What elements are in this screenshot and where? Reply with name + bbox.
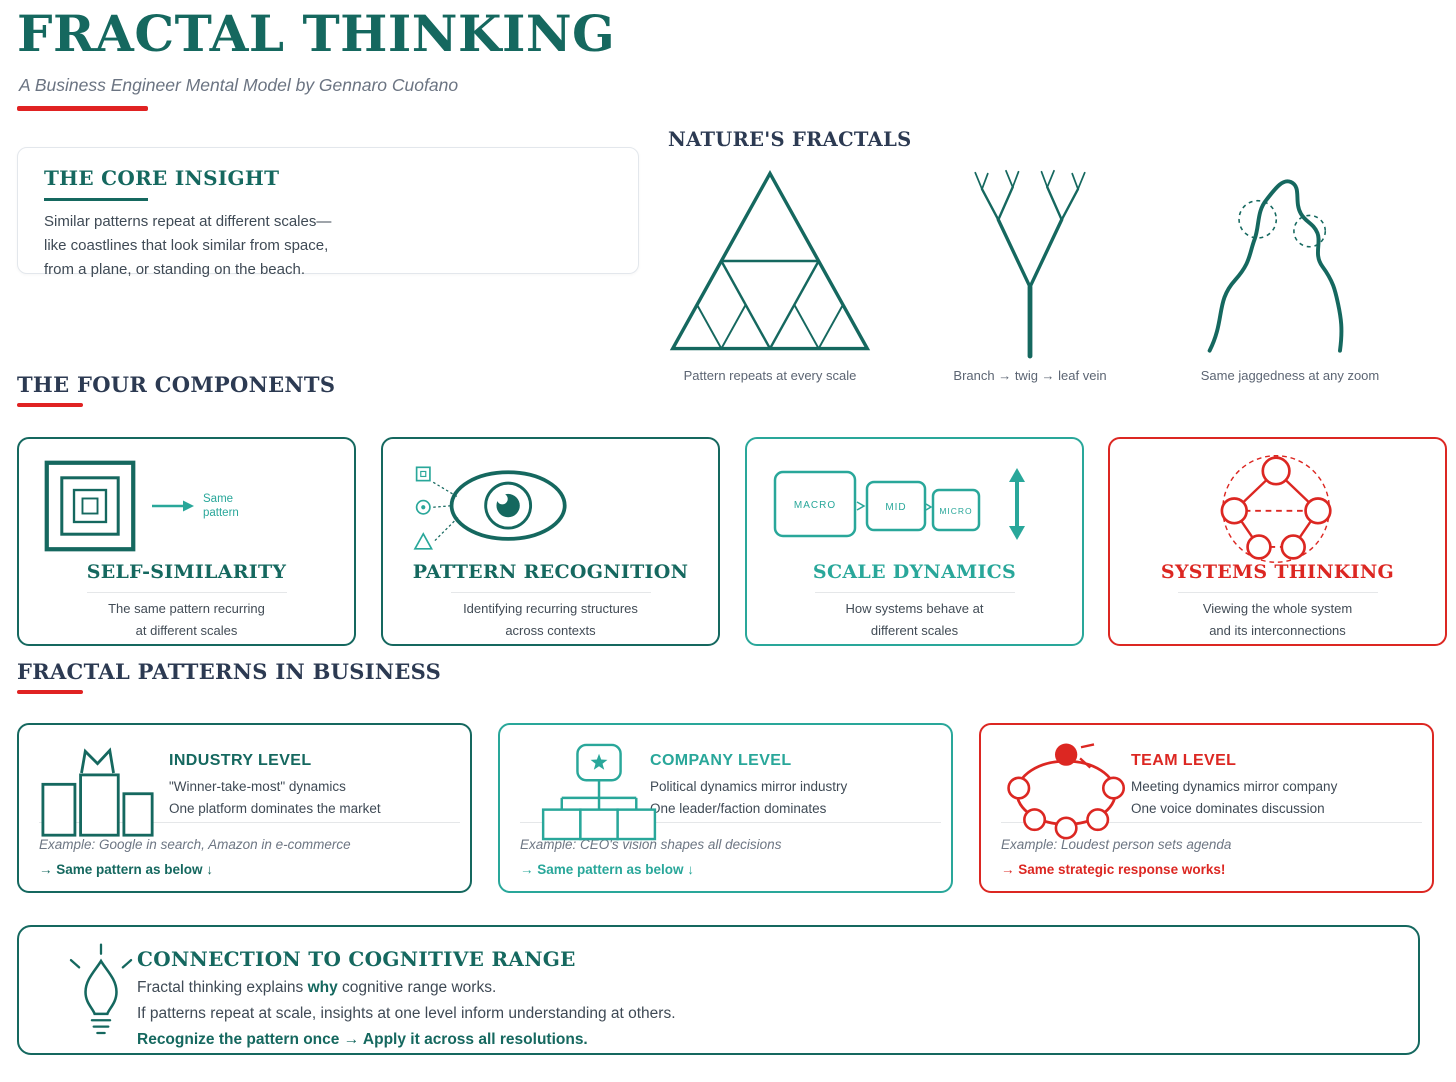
business-card-line: One leader/faction dominates: [650, 801, 827, 816]
meeting-table-icon: [1005, 737, 1131, 841]
cognitive-title: CONNECTION TO COGNITIVE RANGE: [137, 947, 576, 971]
business-card-divider: [1001, 822, 1422, 823]
business-card-divider: [39, 822, 460, 823]
nested-squares-icon: [43, 459, 137, 553]
business-card-line: Political dynamics mirror industry: [650, 779, 848, 794]
cognitive-line-1-emphasis: why: [307, 979, 338, 996]
branching-tree-icon: [950, 166, 1110, 359]
network-icon: [1215, 446, 1341, 566]
component-icon-area: [1110, 453, 1445, 563]
business-footer: → Same pattern as below ↓: [520, 862, 695, 877]
component-line: How systems behave at: [845, 601, 984, 616]
business-card-title: COMPANY LEVEL: [650, 752, 792, 769]
title-underline: [17, 106, 148, 111]
component-divider: [814, 592, 1015, 593]
component-title: SCALE DYNAMICS: [812, 561, 1017, 583]
right-arrow-icon: [151, 498, 195, 514]
component-icon-area: Same pattern: [19, 453, 354, 559]
same-pattern-callout: Same pattern: [151, 492, 239, 520]
cognitive-line-1: Fractal thinking explains why cognitive …: [137, 979, 497, 996]
business-card-title: INDUSTRY LEVEL: [169, 752, 312, 769]
subtitle: A Business Engineer Mental Model by Genn…: [19, 75, 459, 95]
business-card-title: TEAM LEVEL: [1131, 752, 1237, 769]
coastline-icon: [1192, 162, 1388, 358]
component-title: SYSTEMS THINKING: [1160, 561, 1395, 583]
component-line: different scales: [870, 623, 959, 638]
core-insight-text: Similar patterns repeat at different sca…: [44, 210, 612, 282]
component-divider: [1177, 592, 1378, 593]
component-line: Identifying recurring structures: [463, 601, 638, 616]
four-components-underline: [17, 403, 83, 407]
business-footer: → Same pattern as below ↓: [39, 862, 214, 877]
component-card-pattern-recognition: PATTERN RECOGNITION Identifying recurrin…: [381, 437, 720, 646]
mid-box-label: MID: [885, 502, 906, 513]
business-card-line: One platform dominates the market: [169, 801, 381, 816]
core-insight-card: THE CORE INSIGHT Similar patterns repeat…: [17, 147, 639, 278]
component-title: SELF-SIMILARITY: [86, 561, 287, 583]
macro-box-label: MACRO: [794, 500, 836, 511]
core-insight-title: THE CORE INSIGHT: [44, 166, 280, 190]
component-card-systems-thinking: SYSTEMS THINKING Viewing the whole syste…: [1108, 437, 1447, 646]
business-card-industry: INDUSTRY LEVEL "Winner-take-most" dynami…: [17, 723, 472, 893]
business-card-line: One voice dominates discussion: [1131, 801, 1325, 816]
component-line: The same pattern recurring: [108, 601, 265, 616]
same-pattern-label: Same pattern: [203, 493, 239, 519]
eye-icon: [391, 454, 587, 558]
core-insight-line: like coastlines that look similar from s…: [44, 237, 329, 254]
natures-fractals-heading: NATURE'S FRACTALS: [668, 128, 912, 151]
business-card-line: "Winner-take-most" dynamics: [169, 779, 346, 794]
page-title: FRACTAL THINKING: [17, 4, 616, 63]
micro-box-label: MICRO: [939, 506, 972, 516]
business-card-team: TEAM LEVEL Meeting dynamics mirror compa…: [979, 723, 1434, 893]
business-underline: [17, 690, 83, 694]
core-insight-line: Similar patterns repeat at different sca…: [44, 213, 332, 230]
updown-arrow-icon: [1009, 468, 1025, 540]
business-card-company: COMPANY LEVEL Political dynamics mirror …: [498, 723, 953, 893]
figure-caption: Pattern repeats at every scale: [683, 368, 857, 383]
business-card-divider: [520, 822, 941, 823]
component-line: and its interconnections: [1209, 623, 1346, 638]
figure-caption: Branch → twig → leaf vein: [953, 368, 1107, 383]
lightbulb-icon: [55, 941, 147, 1043]
cognitive-line-2: If patterns repeat at scale, insights at…: [137, 1005, 676, 1022]
component-line: Viewing the whole system: [1202, 601, 1353, 616]
business-example: Example: Loudest person sets agenda: [1001, 837, 1232, 852]
four-components-heading: THE FOUR COMPONENTS: [17, 372, 336, 397]
business-footer: → Same strategic response works!: [1001, 862, 1226, 877]
business-example: Example: CEO's vision shapes all decisio…: [520, 837, 782, 852]
component-line: across contexts: [505, 623, 596, 638]
core-insight-underline: [44, 198, 148, 201]
component-line: at different scales: [135, 623, 238, 638]
cognitive-range-card: CONNECTION TO COGNITIVE RANGE Fractal th…: [17, 925, 1420, 1055]
market-bars-crown-icon: [39, 741, 157, 838]
component-card-scale-dynamics: MACRO MID MICRO SCALE DYNAMICS How syste…: [745, 437, 1084, 646]
component-icon-area: MACRO MID MICRO: [747, 453, 1082, 559]
component-icon-area: [383, 453, 718, 559]
component-divider: [450, 592, 651, 593]
component-divider: [86, 592, 287, 593]
business-heading: FRACTAL PATTERNS IN BUSINESS: [17, 659, 442, 684]
business-card-line: Meeting dynamics mirror company: [1131, 779, 1338, 794]
core-insight-line: from a plane, or standing on the beach.: [44, 261, 306, 278]
sierpinski-triangle-icon: [663, 164, 877, 358]
org-chart-star-icon: [540, 741, 660, 841]
scale-boxes-icon: MACRO MID MICRO: [771, 466, 1041, 546]
figure-caption: Same jaggedness at any zoom: [1200, 368, 1380, 383]
component-card-self-similarity: Same pattern SELF-SIMILARITY The same pa…: [17, 437, 356, 646]
business-example: Example: Google in search, Amazon in e-c…: [39, 837, 351, 852]
cognitive-line-3: Recognize the pattern once → Apply it ac…: [137, 1031, 588, 1048]
component-title: PATTERN RECOGNITION: [412, 561, 689, 583]
